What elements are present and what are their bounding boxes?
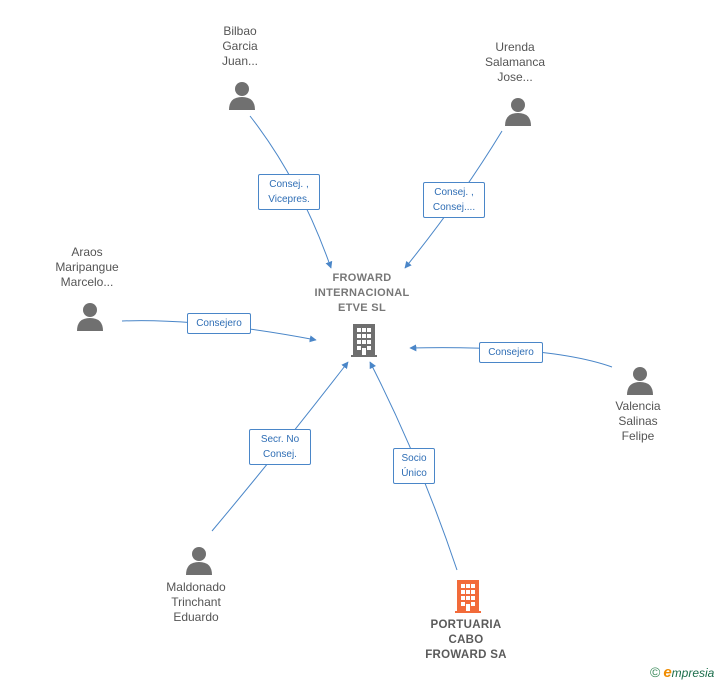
building-icon [351,324,377,357]
edge-label-araos[interactable]: Consejero [187,313,251,334]
person-icon [186,547,212,575]
person-icon [505,98,531,126]
person-label-bilbao: Bilbao Garcia Juan... [221,24,259,68]
edge-label-urenda[interactable]: Consej. , Consej.... [423,182,485,218]
center-company-node[interactable]: FROWARD INTERNACIONAL ETVE SL [292,271,432,316]
person-label-araos: Araos Maripangue Marcelo... [55,245,119,289]
person-node-bilbao[interactable]: Bilbao Garcia Juan... [190,24,290,69]
edge-label-bilbao[interactable]: Consej. , Vicepres. [258,174,320,210]
company-node-portuaria[interactable]: PORTUARIA CABO FROWARD SA [396,618,536,663]
company-label-portuaria: PORTUARIA CABO FROWARD SA [425,619,507,661]
edge-label-maldonado[interactable]: Secr. No Consej. [249,429,311,465]
brand-logo: ©empresia [650,664,714,681]
edge-label-valencia[interactable]: Consejero [479,342,543,363]
person-node-araos[interactable]: Araos Maripangue Marcelo... [37,245,137,290]
brand-name: mpresia [671,666,715,680]
center-company-label: FROWARD INTERNACIONAL ETVE SL [314,272,410,314]
person-icon [627,367,653,395]
person-label-urenda: Urenda Salamanca Jose... [484,40,546,84]
person-label-maldonado: Maldonado Trinchant Eduardo [166,580,226,624]
person-node-maldonado[interactable]: Maldonado Trinchant Eduardo [146,580,246,625]
person-icon [229,82,255,110]
person-icon [77,303,103,331]
edge-label-portuaria[interactable]: Socio Único [393,448,435,484]
person-node-valencia[interactable]: Valencia Salinas Felipe [588,399,688,444]
person-node-urenda[interactable]: Urenda Salamanca Jose... [465,40,565,85]
copyright-icon: © [650,664,661,680]
brand-e: e [663,664,672,681]
person-label-valencia: Valencia Salinas Felipe [615,399,661,443]
building-icon [455,580,481,613]
